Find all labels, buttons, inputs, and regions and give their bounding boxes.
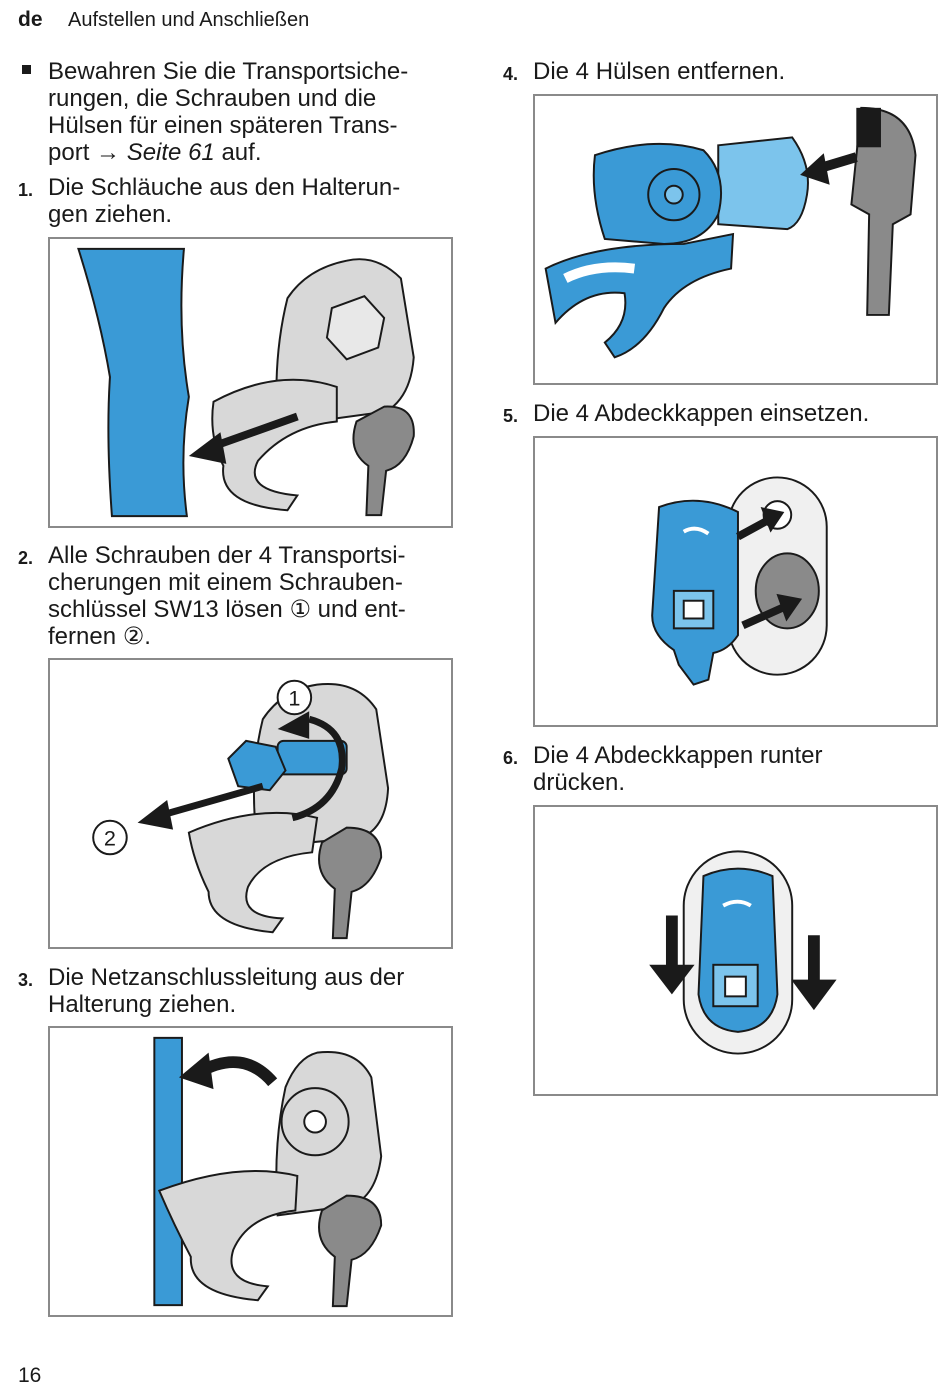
step-number: 3. xyxy=(18,970,34,990)
step-line: Die Schläuche aus den Halterun- xyxy=(48,174,401,201)
bullet-marker xyxy=(22,65,31,74)
step-line: Halterung ziehen. xyxy=(48,991,237,1018)
figure-sleeve-removal xyxy=(533,94,938,385)
step-text: Alle Schrauben der 4 Transportsi- cherun… xyxy=(48,542,406,650)
step-number: 2. xyxy=(18,548,34,568)
label-one: 1 xyxy=(288,685,300,710)
arrow-right-icon: → xyxy=(96,139,121,166)
figure-cap-press-down xyxy=(533,805,938,1096)
step-text: Die Netzanschlussleitung aus der Halteru… xyxy=(48,964,404,1018)
bullet-line-suffix: auf. xyxy=(221,139,262,166)
step-number: 4. xyxy=(503,64,519,84)
step-line: Die Netzanschlussleitung aus der xyxy=(48,964,405,991)
step-text: Die Schläuche aus den Halterun- gen zieh… xyxy=(48,174,400,228)
step-text: Die 4 Abdeckkappen einsetzen. xyxy=(533,400,869,427)
step-number: 1. xyxy=(18,180,34,200)
step-text: Die 4 Abdeckkappen runter drücken. xyxy=(533,742,823,796)
step-line: Die 4 Abdeckkappen einsetzen. xyxy=(533,400,870,427)
figure-cable-removal xyxy=(48,1026,453,1317)
bullet-line: Bewahren Sie die Transportsiche- xyxy=(48,58,409,85)
step-line: Die 4 Hülsen entfernen. xyxy=(533,58,786,85)
step-text: Die 4 Hülsen entfernen. xyxy=(533,58,785,85)
step-line: Die 4 Abdeckkappen runter xyxy=(533,742,823,769)
step-line: drücken. xyxy=(533,769,626,796)
section-title: Aufstellen und Anschließen xyxy=(68,9,310,31)
step-number: 6. xyxy=(503,748,519,768)
bullet-line-4: port → Seite 61 auf. xyxy=(48,139,408,166)
figure-screw-removal: 1 2 xyxy=(48,658,453,949)
step-line: Alle Schrauben der 4 Transportsi- xyxy=(48,542,406,569)
step-line: fernen ②. xyxy=(48,623,151,650)
bullet-line: Hülsen für einen späteren Trans- xyxy=(48,112,398,139)
step-line: schlüssel SW13 lösen ① und ent- xyxy=(48,596,406,623)
step-number: 5. xyxy=(503,406,519,426)
bullet-line-prefix: port xyxy=(48,139,90,166)
page-number: 16 xyxy=(18,1364,42,1387)
label-two: 2 xyxy=(104,825,116,850)
bullet-text: Bewahren Sie die Transportsiche- rungen,… xyxy=(48,58,408,166)
step-line: gen ziehen. xyxy=(48,201,173,228)
figure-hose-removal xyxy=(48,237,453,528)
bullet-line: rungen, die Schrauben und die xyxy=(48,85,377,112)
step-line: cherungen mit einem Schrauben- xyxy=(48,569,403,596)
language-code: de xyxy=(18,8,43,31)
figure-cap-insertion xyxy=(533,436,938,727)
page-reference-link[interactable]: Seite 61 xyxy=(126,139,215,166)
